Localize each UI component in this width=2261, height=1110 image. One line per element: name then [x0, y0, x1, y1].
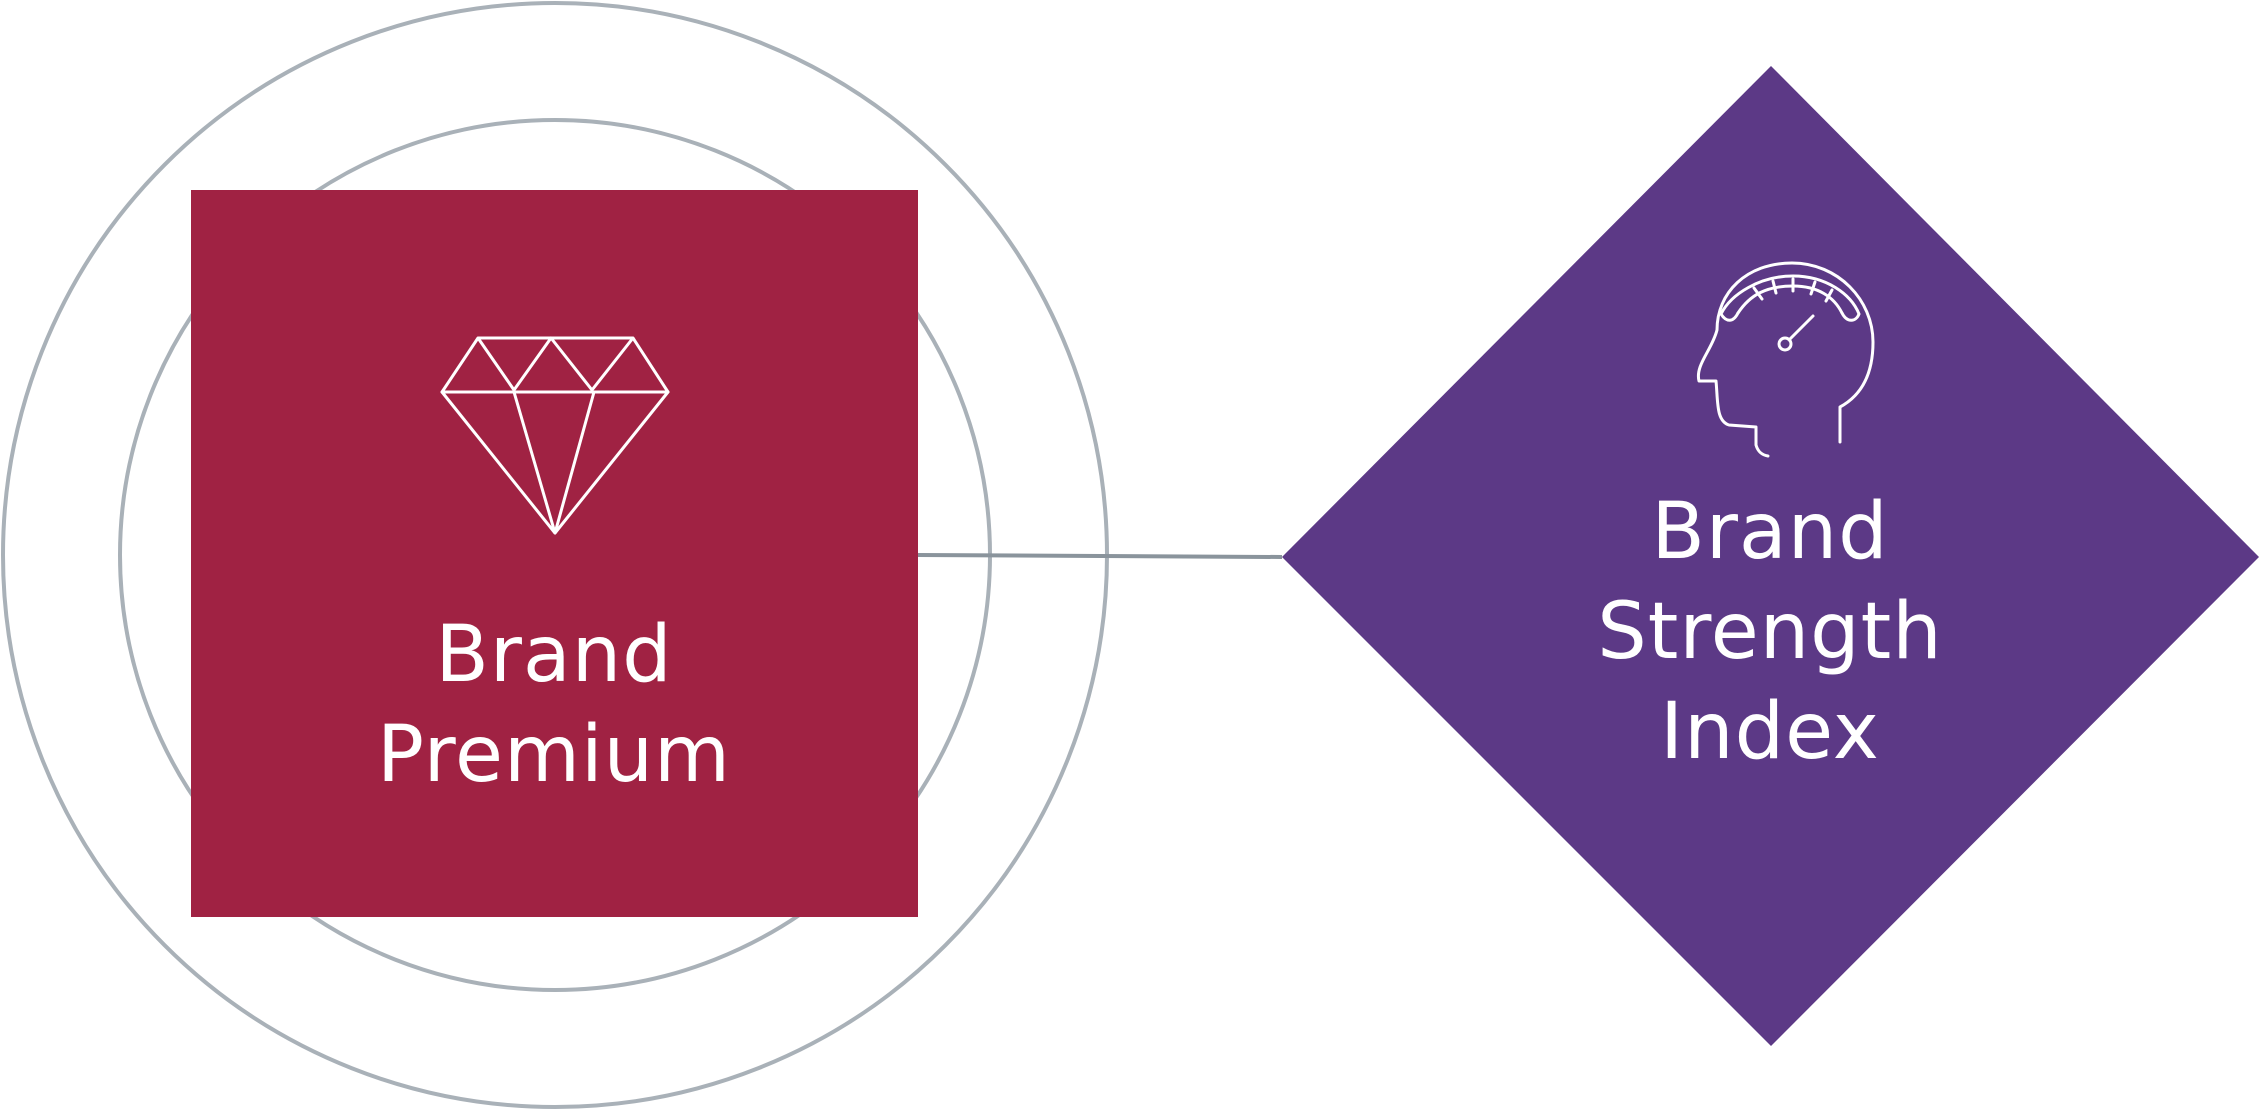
brand-premium-label-line-1: Brand: [435, 610, 673, 700]
brand-strength-index-box: [1282, 66, 2259, 1046]
brand-strength-index-label: Brand Strength Index: [1530, 482, 2010, 782]
brand-premium-box: [191, 190, 918, 917]
diamond-icon: [440, 336, 670, 535]
brand-premium-label: Brand Premium: [190, 605, 918, 805]
brand-premium-label-line-2: Premium: [376, 710, 732, 800]
connector-line: [917, 553, 1283, 559]
head-gauge-icon: [1696, 261, 1875, 458]
brand-strength-index-label-line-1: Brand: [1651, 487, 1889, 577]
brand-strength-index-label-line-2: Strength: [1597, 587, 1943, 677]
brand-strength-index-label-line-3: Index: [1660, 687, 1880, 777]
